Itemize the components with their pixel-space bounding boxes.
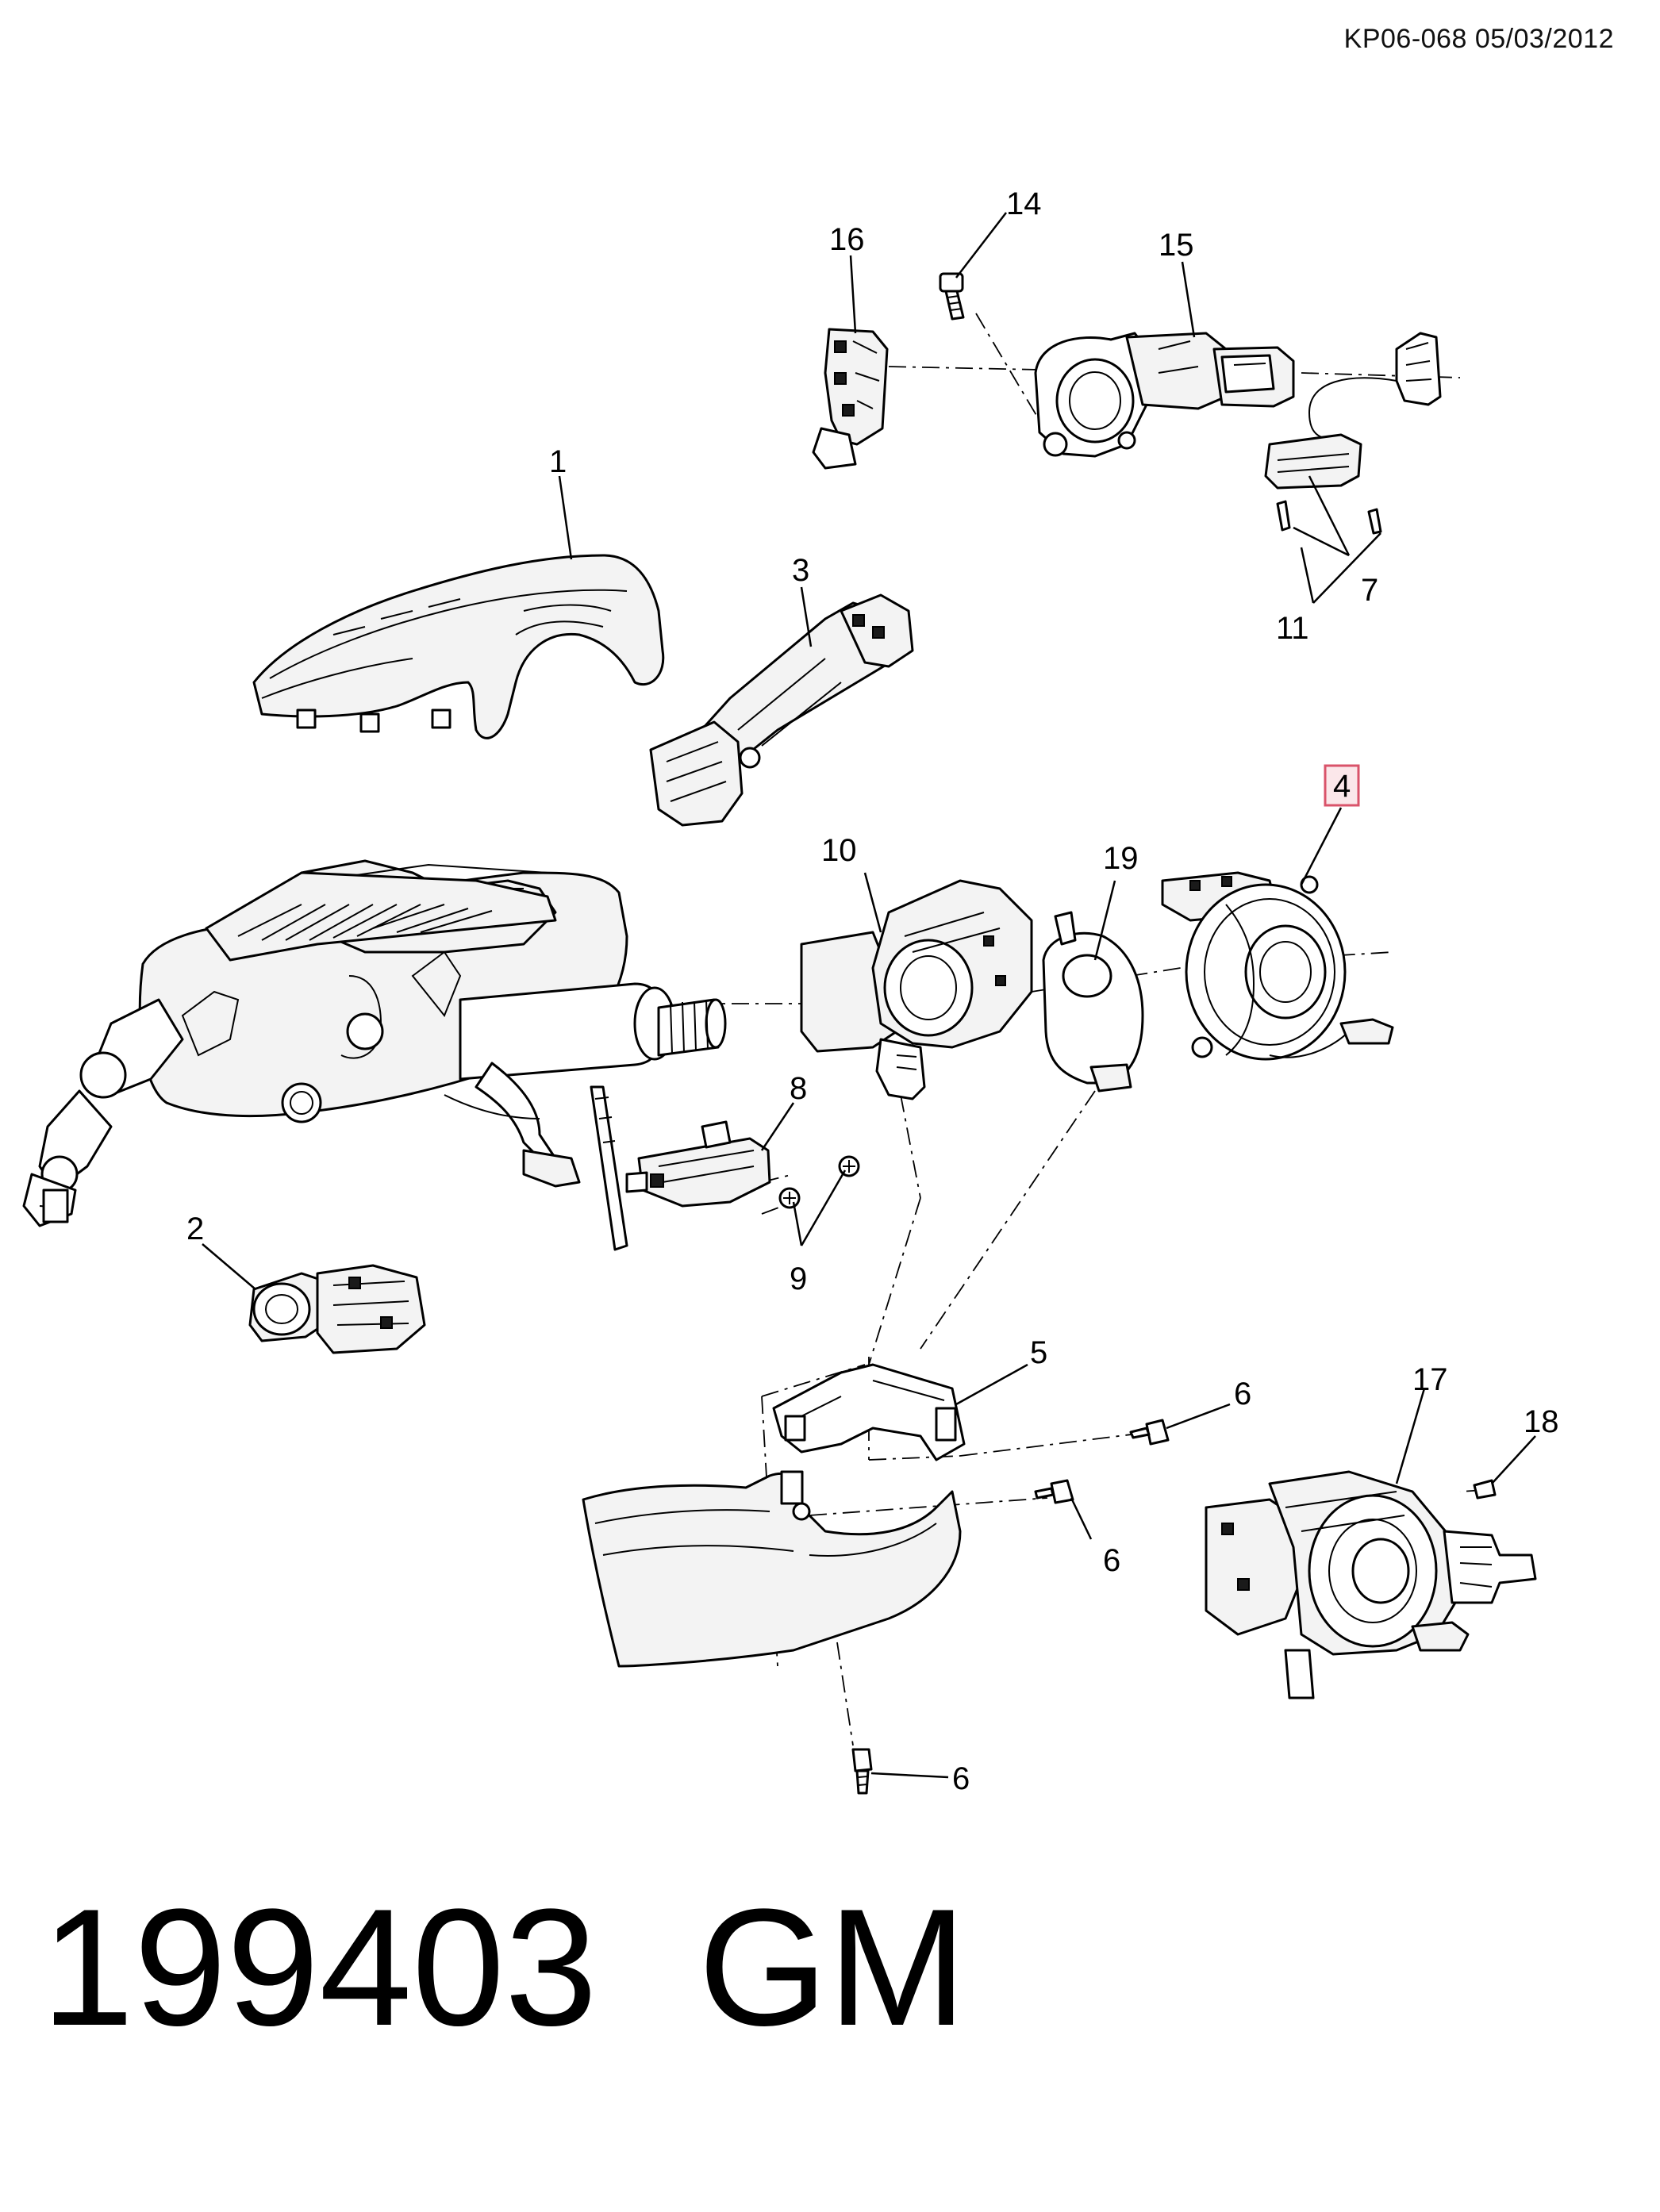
callout-16: 16 [829,222,865,257]
brand-label: GM [698,1874,967,2060]
callout-10: 10 [821,833,857,868]
callout-17: 17 [1412,1362,1448,1397]
callout-8: 8 [790,1071,807,1106]
callout-5: 5 [1030,1335,1047,1370]
part-16-switch [812,328,889,470]
part-10-switch-housing [800,879,1033,1100]
part-7-sensor [1264,332,1442,535]
part-15-ignition-housing [1034,332,1295,458]
svg-text:4: 4 [1333,769,1351,804]
callout-15: 15 [1159,228,1194,263]
part-4-clockspring [1161,871,1394,1061]
leader-lines [202,212,1536,1779]
lower-trim-cover [582,1470,962,1668]
callout-2: 2 [186,1212,204,1246]
callout-11: 11 [1276,611,1309,646]
reference-code: KP06-068 05/03/2012 [1343,24,1614,54]
diagram-id: 199403 [41,1874,598,2060]
part-14-bolt [939,272,965,321]
steering-column [22,859,727,1251]
part-19-sensor-ring [1042,911,1144,1093]
callout-labels: 14 16 15 1 3 7 11 4 10 19 8 9 2 5 6 6 6 … [186,186,1559,1796]
callout-6-a: 6 [1234,1377,1251,1411]
callout-9: 9 [790,1262,807,1296]
part-5-bracket [772,1363,966,1461]
part-9-screws [778,1155,860,1209]
part-17-assembly [1205,1470,1537,1699]
callout-6-c: 6 [952,1761,970,1796]
callout-1: 1 [549,444,567,479]
part-8-switch [625,1120,771,1208]
part-3-lever-switch [649,593,914,827]
part-18-screw [1473,1479,1497,1500]
part-1-upper-trim-cover [252,554,665,739]
callout-14: 14 [1006,186,1042,221]
callout-7: 7 [1361,573,1378,608]
callout-3: 3 [792,553,809,588]
part-2-headlamp-switch [248,1264,426,1354]
callout-19: 19 [1103,841,1139,876]
callout-18: 18 [1524,1404,1559,1439]
callout-4-highlighted: 4 [1324,764,1360,807]
callout-6-b: 6 [1103,1543,1120,1578]
